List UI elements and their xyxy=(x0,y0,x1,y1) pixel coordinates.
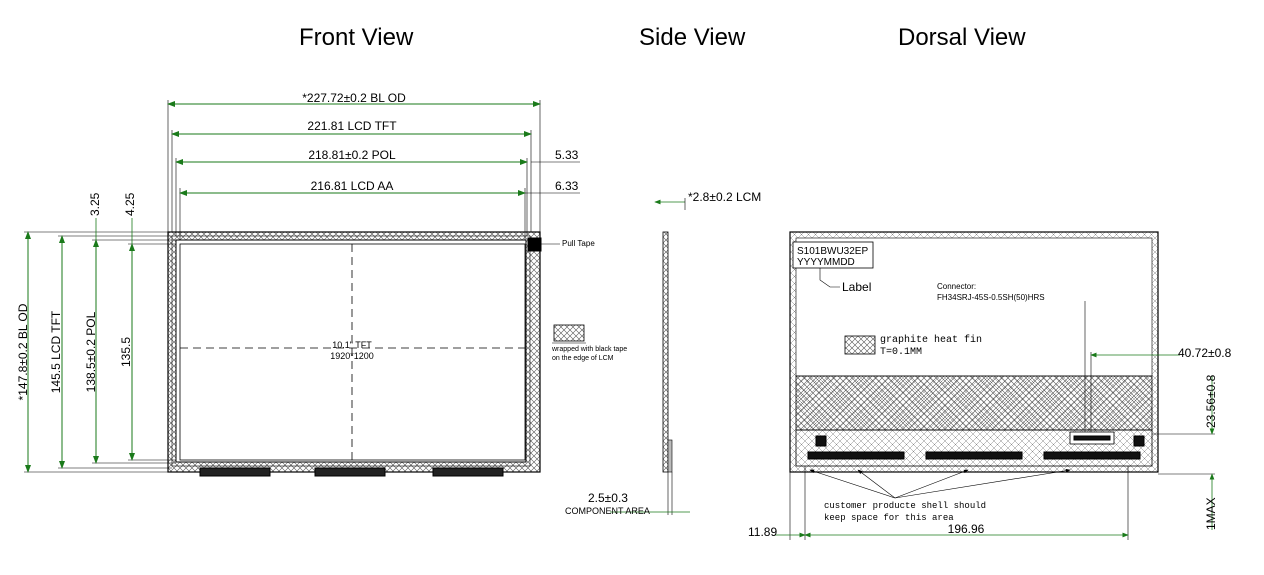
dim-lcm-thickness: *2.8±0.2 LCM xyxy=(688,190,761,204)
label-caption: Label xyxy=(842,280,871,294)
dim-196-96: 196.96 xyxy=(948,522,985,536)
center-label-size: 10.1" TFT xyxy=(332,340,372,350)
front-view xyxy=(24,100,586,477)
dim-pol-height: 138.5±0.2 POL xyxy=(84,311,98,392)
front-view-title: Front View xyxy=(299,24,414,51)
dim-6-33: 6.33 xyxy=(555,179,579,193)
customer-note-line1: customer producte shell should xyxy=(824,501,986,511)
tape-note-line2: on the edge of LCM xyxy=(552,355,614,362)
dim-bl-od-height: *147.8±0.2 BL OD xyxy=(16,303,30,400)
side-view xyxy=(610,198,690,515)
front-view-text: *227.72±0.2 BL OD 221.81 LCD TFT 218.81±… xyxy=(16,91,627,400)
customer-note-line2: keep space for this area xyxy=(824,513,954,523)
dim-bl-od-width: *227.72±0.2 BL OD xyxy=(302,91,406,105)
dim-5-33: 5.33 xyxy=(555,148,579,162)
dim-40-72: 40.72±0.8 xyxy=(1178,346,1232,360)
tape-note-line1: wrapped with black tape xyxy=(551,346,627,353)
connector-title: Connector: xyxy=(937,282,976,291)
dim-lcd-tft-width: 221.81 LCD TFT xyxy=(307,119,397,133)
connector-part: FH34SRJ-45S-0.5SH(50)HRS xyxy=(937,293,1045,302)
dim-lcd-aa-width: 216.81 LCD AA xyxy=(311,179,394,193)
dorsal-view-text: S101BWU32EP YYYYMMDD Label Connector: FH… xyxy=(748,246,1232,539)
dim-pol-width: 218.81±0.2 POL xyxy=(308,148,396,162)
product-label-date: YYYYMMDD xyxy=(797,257,855,268)
side-view-title: Side View xyxy=(639,24,746,51)
center-label-resolution: 1920*1200 xyxy=(330,351,374,361)
dim-component: 2.5±0.3 xyxy=(588,491,628,505)
dim-23-56: 23.56±0.8 xyxy=(1204,374,1218,428)
product-label-model: S101BWU32EP xyxy=(797,246,868,257)
side-view-text: *2.8±0.2 LCM 2.5±0.3 COMPONENT AREA xyxy=(565,190,761,516)
graphite-thickness: T=0.1MM xyxy=(880,347,922,358)
dim-3-25: 3.25 xyxy=(88,192,102,216)
dorsal-view-title: Dorsal View xyxy=(898,24,1026,51)
dorsal-view xyxy=(775,231,1215,540)
pull-tape-label: Pull Tape xyxy=(562,239,595,248)
dim-lcd-tft-height: 145.5 LCD TFT xyxy=(49,310,63,393)
graphite-label: graphite heat fin xyxy=(880,334,982,346)
dim-1max: 1MAX xyxy=(1204,497,1218,530)
dim-aa-height: 135.5 xyxy=(119,337,133,367)
dim-4-25: 4.25 xyxy=(123,192,137,216)
dim-11-89: 11.89 xyxy=(748,525,777,539)
component-area-label: COMPONENT AREA xyxy=(565,506,650,516)
